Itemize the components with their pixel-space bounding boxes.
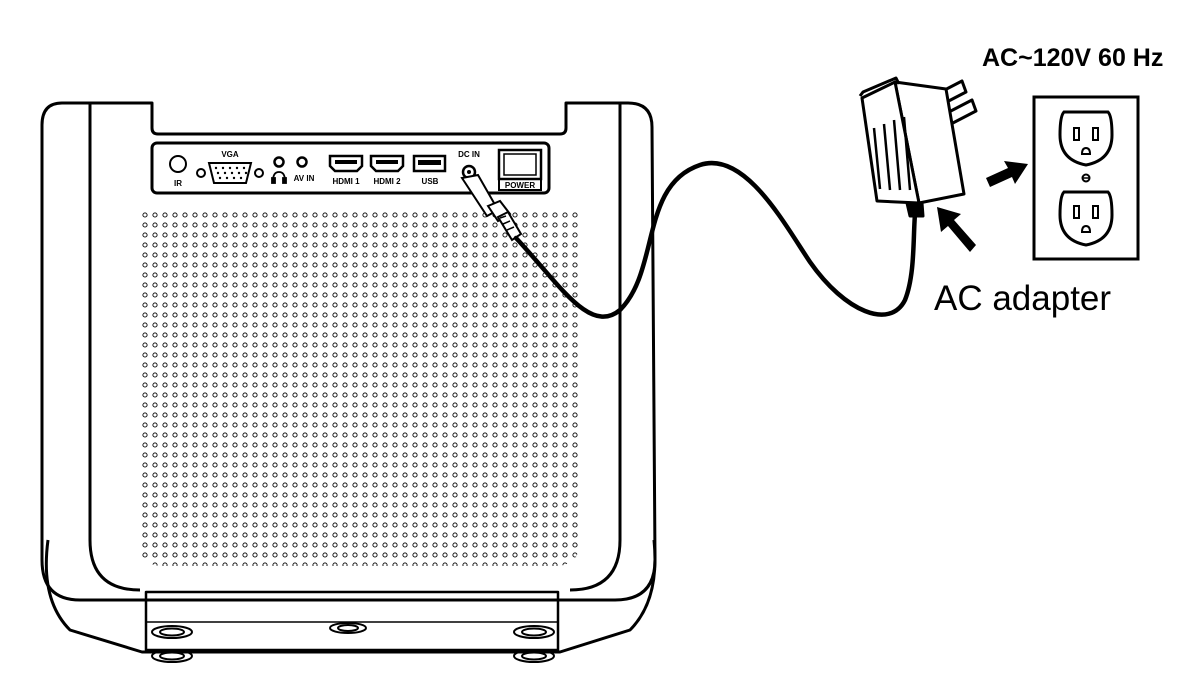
port-panel: IR VGA AV IN HDMI 1 H <box>150 141 551 195</box>
ac-adapter-label: AC adapter <box>934 279 1111 318</box>
ac-adapter <box>858 76 978 218</box>
vga-port[interactable] <box>196 162 264 184</box>
hdmi2-label: HDMI 2 <box>373 177 401 186</box>
dc-in-label: DC IN <box>458 150 480 159</box>
dc-plug <box>460 173 523 242</box>
vga-label: VGA <box>221 150 239 159</box>
wall-outlet <box>1032 95 1140 261</box>
projector-feet <box>151 622 555 663</box>
arrow-icon <box>986 161 1028 187</box>
hdmi1-port[interactable] <box>328 154 364 173</box>
speaker-grill <box>138 208 580 566</box>
usb-label: USB <box>422 177 439 186</box>
hdmi2-port[interactable] <box>369 154 405 173</box>
av-in-jack[interactable] <box>296 156 308 168</box>
headphone-jack[interactable] <box>273 156 285 168</box>
hdmi1-label: HDMI 1 <box>332 177 360 186</box>
projector <box>40 101 657 654</box>
power-label: POWER <box>505 181 535 190</box>
arrow-icon <box>937 207 976 252</box>
voltage-label: AC~120V 60 Hz <box>982 44 1163 72</box>
headphone-icon <box>271 171 287 184</box>
usb-port[interactable] <box>412 154 447 173</box>
av-in-label: AV IN <box>294 174 315 183</box>
ir-sensor <box>169 155 187 173</box>
adapter-cable <box>513 160 918 319</box>
ir-label: IR <box>174 179 182 188</box>
